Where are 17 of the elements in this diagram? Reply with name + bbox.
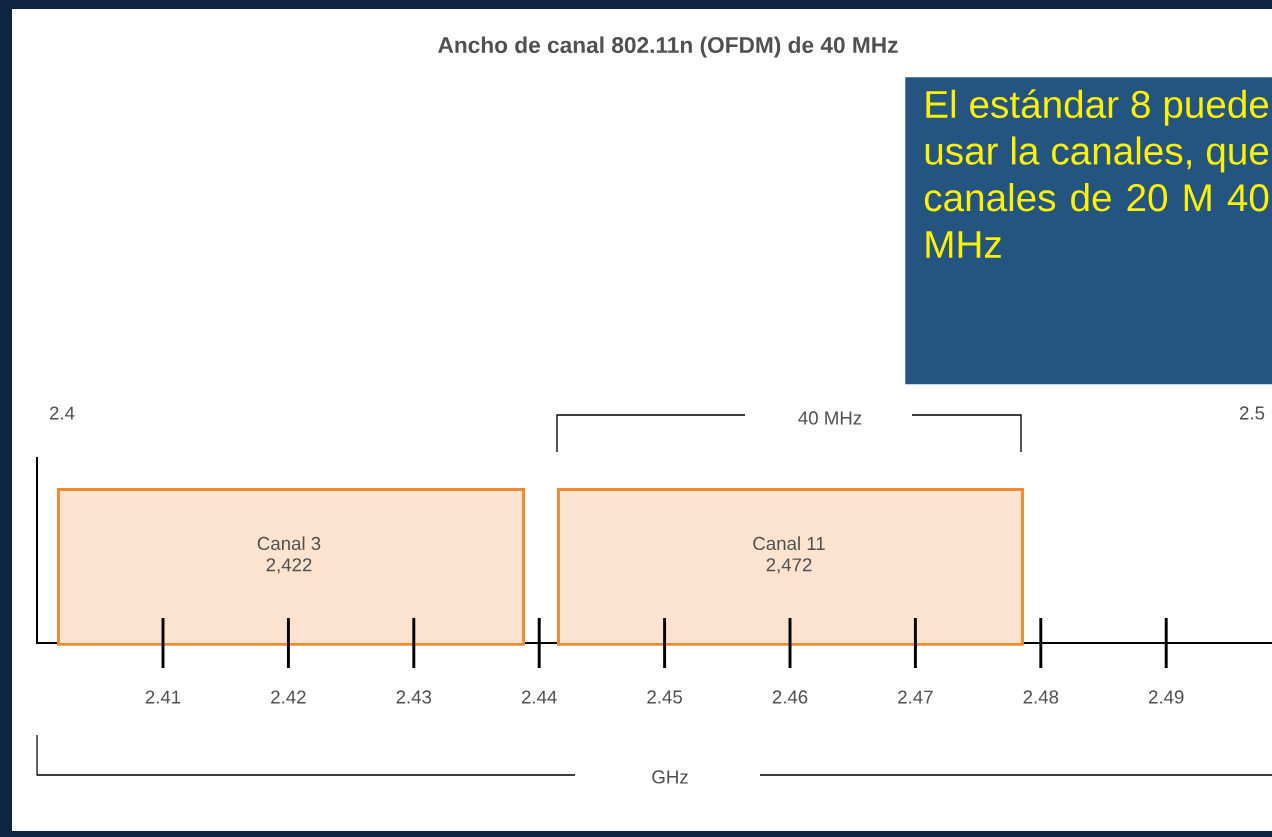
tick-label: 2.43 — [396, 690, 432, 704]
tick-label: 2.47 — [898, 690, 933, 704]
axis-label: GHz — [652, 770, 688, 784]
tick-label: 2.46 — [772, 690, 808, 704]
scale-label: 2.5 — [1239, 406, 1265, 420]
title: Ancho de canal 802.11n (OFDM) de 40 MHz — [438, 36, 898, 58]
dimension-label: 40 MHz — [798, 411, 862, 425]
tick-label: 2.42 — [271, 690, 306, 704]
channel-box: Canal 3 2,422 — [57, 488, 525, 646]
tick-label: 2.41 — [145, 690, 181, 704]
channel-box: Canal 11 2,472 — [557, 488, 1024, 646]
tick-label: 2.44 — [522, 690, 557, 704]
info-box: El estándar 8 puede usar la canales, que canales de 20 M 40 MHz — [905, 77, 1272, 385]
tick-label: 2.48 — [1023, 690, 1059, 704]
tick-label: 2.49 — [1149, 690, 1184, 704]
scale-label: 2.4 — [49, 406, 75, 420]
tick-label: 2.45 — [647, 690, 682, 704]
